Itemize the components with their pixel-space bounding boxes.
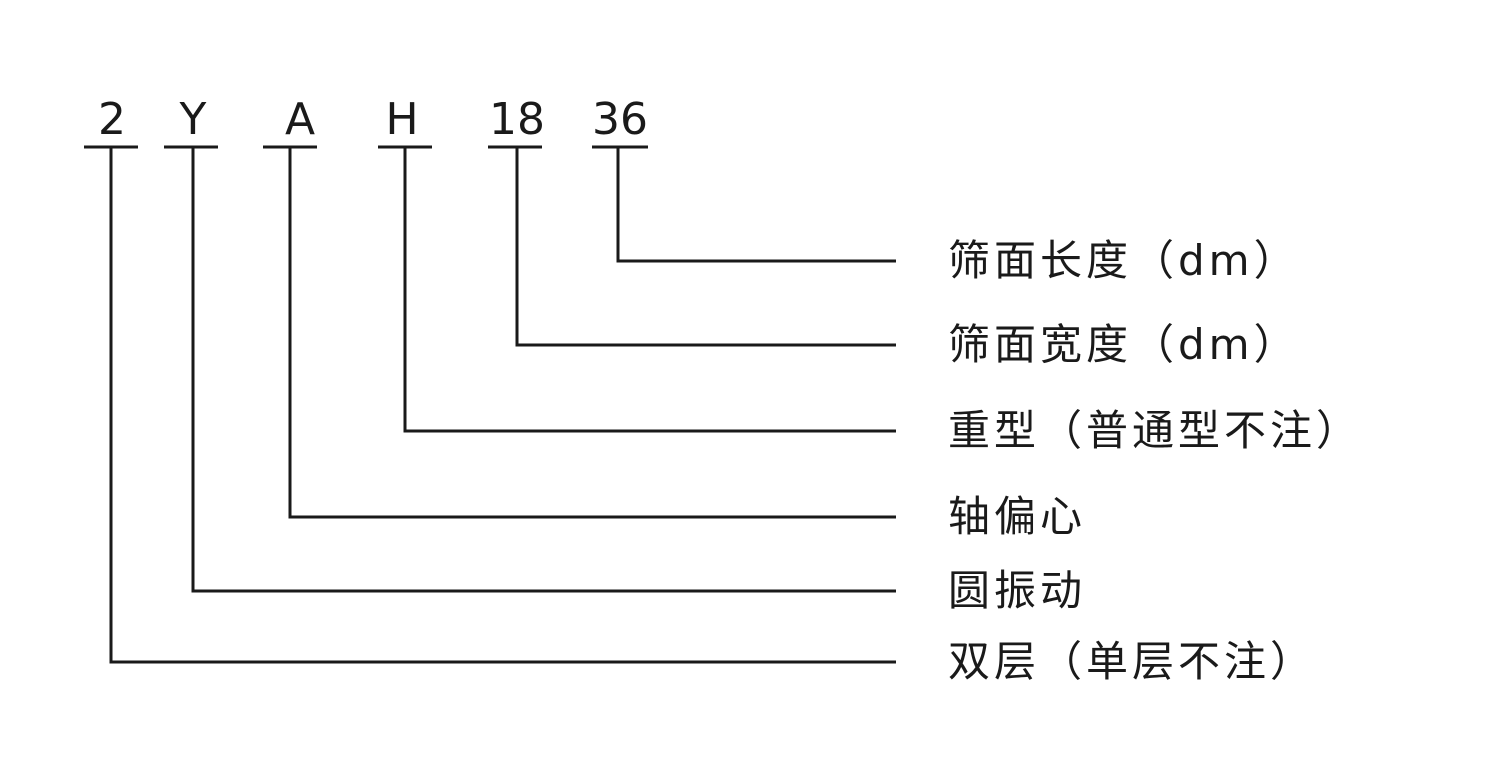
leader-line-1: [191, 147, 896, 593]
meaning-label-1: 圆振动: [948, 566, 1086, 615]
code-characters-group: 2 Y A H 18 36: [98, 94, 648, 145]
leader-line-0: [109, 147, 896, 664]
code-segment-1: Y: [179, 94, 207, 145]
code-segment-2: A: [285, 94, 315, 145]
meaning-label-4: 筛面宽度（dm）: [948, 320, 1300, 369]
meaning-label-3: 重型（普通型不注）: [948, 406, 1362, 455]
meaning-label-0: 双层（单层不注）: [948, 637, 1316, 686]
code-segment-4: 18: [489, 94, 545, 145]
code-segment-0: 2: [98, 94, 126, 145]
code-segment-5: 36: [592, 94, 648, 145]
leader-line-3: [403, 147, 896, 433]
leader-line-5: [616, 147, 896, 263]
leader-line-4: [515, 147, 896, 347]
meaning-labels-group: 双层（单层不注） 圆振动 轴偏心 重型（普通型不注） 筛面宽度（dm） 筛面长度（dm）: [948, 236, 1362, 686]
meaning-label-5: 筛面长度（dm）: [948, 236, 1300, 285]
meaning-label-2: 轴偏心: [948, 492, 1086, 541]
code-segment-3: H: [385, 94, 418, 145]
leader-lines-group: [84, 145, 896, 664]
leader-line-2: [288, 147, 896, 519]
